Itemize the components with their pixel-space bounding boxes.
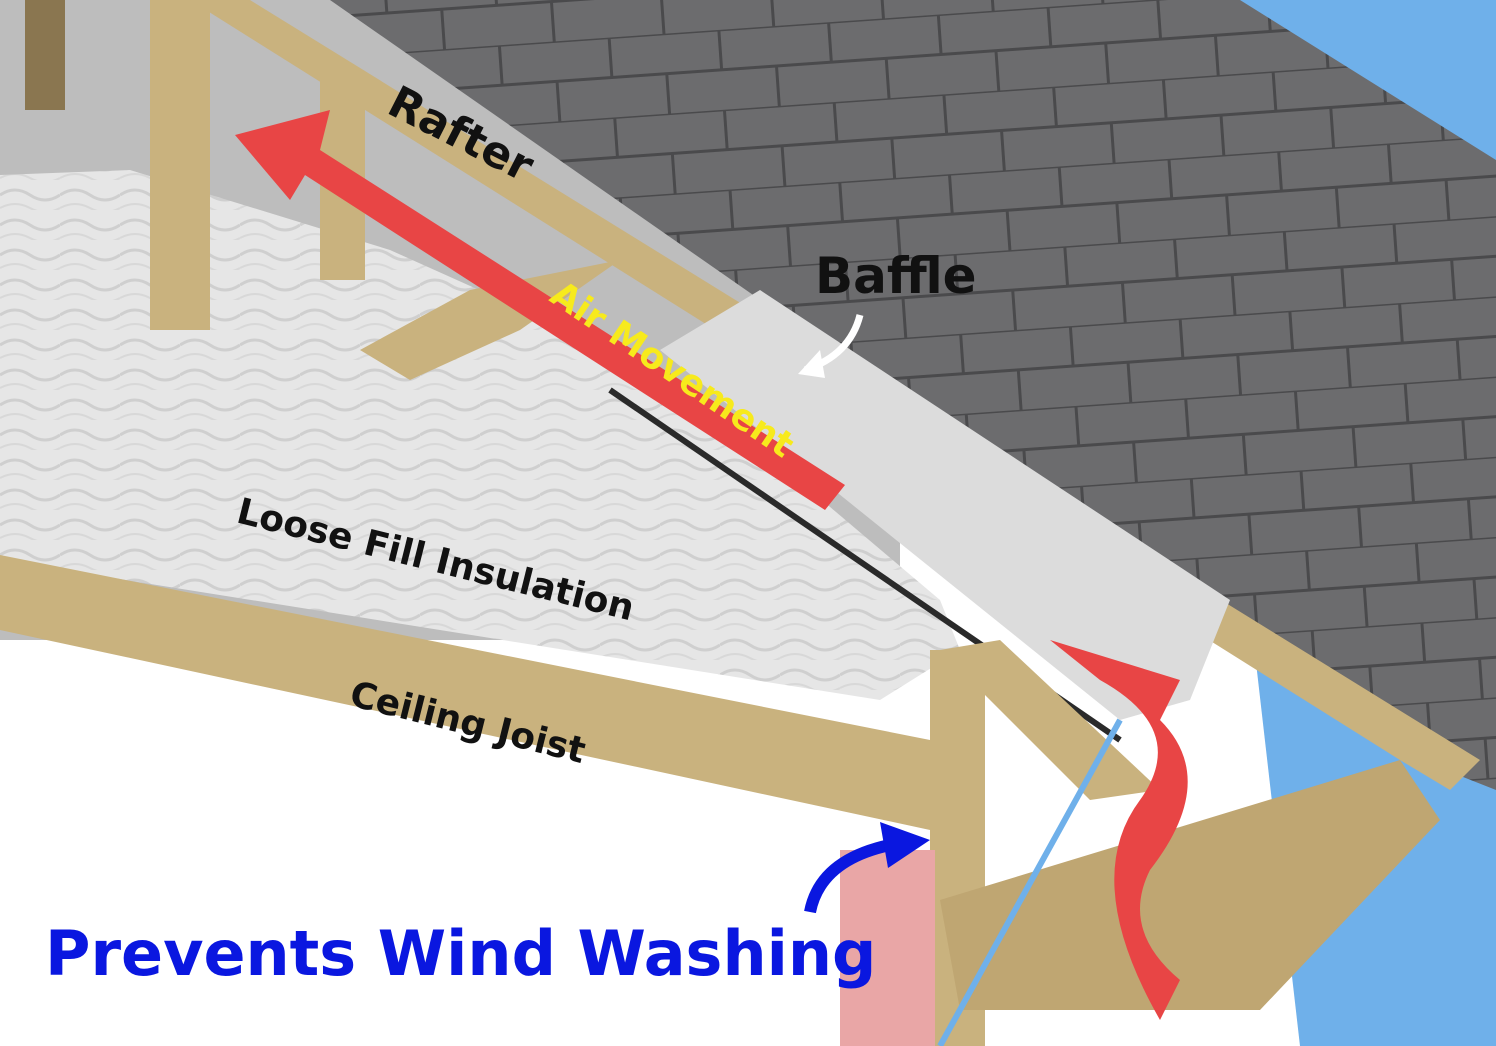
baffle-board <box>660 290 1230 720</box>
air-movement-arrow <box>235 110 845 510</box>
wind-washing-pointer-arrow <box>804 839 892 914</box>
wall-top-plate <box>940 640 1160 800</box>
stud-left <box>150 0 210 330</box>
inflow-curved-arrow <box>1050 640 1188 1020</box>
ceiling-joist-beam <box>0 555 930 830</box>
baffle-pointer-head <box>798 350 825 378</box>
blue-wind-stream <box>937 718 1123 1046</box>
stud-back <box>25 0 65 110</box>
soffit <box>940 760 1440 1010</box>
loose-fill-insulation-area <box>0 170 960 700</box>
diagonal-brace <box>360 260 620 380</box>
baffle-label: Baffle <box>815 247 977 305</box>
prevents-wind-washing-label: Prevents Wind Washing <box>45 917 876 990</box>
exterior-wall-siding <box>840 850 935 1046</box>
wind-washing-pointer-head <box>880 822 930 868</box>
